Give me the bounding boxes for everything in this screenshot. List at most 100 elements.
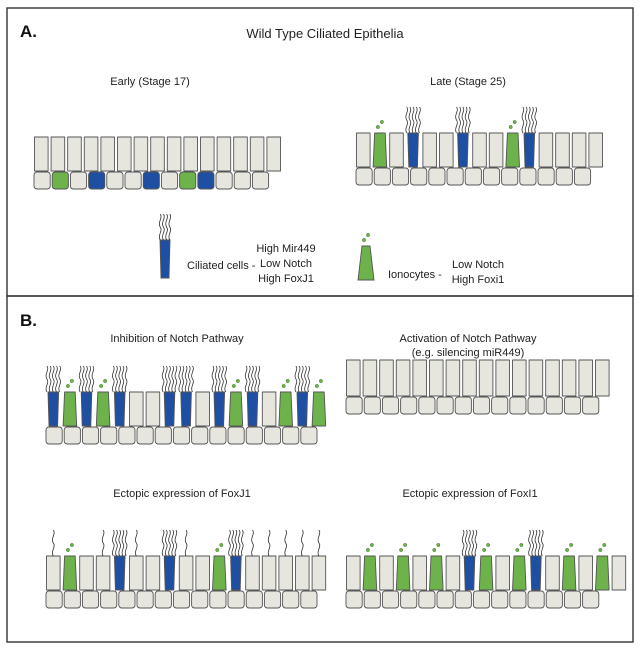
cilia-strand xyxy=(118,529,121,557)
epithelial-cell xyxy=(50,136,66,172)
cilia-strand xyxy=(121,529,125,557)
ciliated-cell xyxy=(296,391,309,427)
vesicle-dot xyxy=(235,379,240,383)
cilia-strand xyxy=(118,365,121,393)
cilia-strand xyxy=(531,106,534,134)
basal-cell xyxy=(282,426,300,445)
cilia-strand xyxy=(405,106,408,134)
basal-cell xyxy=(563,590,582,609)
vesicle-dot xyxy=(66,384,70,388)
basal-cell xyxy=(436,396,454,415)
cilia-strand xyxy=(257,365,261,393)
ciliated-cell xyxy=(213,391,226,427)
cilia-strand xyxy=(237,529,241,557)
cilia-strand xyxy=(211,365,215,393)
basal-cell xyxy=(563,396,582,415)
basal-cell xyxy=(233,171,251,190)
epithelial-cell xyxy=(395,359,411,397)
cilia-strand xyxy=(461,106,465,134)
vesicle-dot xyxy=(70,543,74,547)
epithelial-cell xyxy=(195,555,210,591)
vesicle-dot xyxy=(403,543,407,547)
epithelial-cell xyxy=(445,555,461,591)
basal-cell xyxy=(472,590,491,609)
basal-cell xyxy=(45,590,63,609)
epithelial-cell xyxy=(545,359,560,397)
basal-cell xyxy=(136,590,154,609)
epithelial-cell xyxy=(422,132,437,168)
basal-cell xyxy=(345,590,363,609)
epithelial-cell xyxy=(166,136,182,172)
epithelial-cell xyxy=(200,136,215,172)
cilia-strand xyxy=(191,365,194,393)
vesicle-dot xyxy=(365,548,370,552)
basal-cell xyxy=(491,590,509,609)
basal-cell xyxy=(363,396,381,415)
ionocyte-cell xyxy=(62,391,78,427)
basal-cell xyxy=(545,396,563,415)
epithelial-cell xyxy=(346,359,361,397)
basal-cell xyxy=(191,426,209,445)
vesicle-dot xyxy=(565,548,569,552)
basal-cell xyxy=(172,426,191,445)
ionocyte-cell xyxy=(478,555,494,591)
cilia-strand xyxy=(418,106,421,134)
cilia-strand xyxy=(168,529,171,557)
epithelial-cell xyxy=(362,359,378,397)
ciliated-cell xyxy=(230,555,242,591)
basal-cell xyxy=(400,590,418,609)
cilia-strand xyxy=(224,365,227,393)
ionocyte-cell xyxy=(595,555,610,591)
ciliated-cell xyxy=(80,391,93,427)
vesicle-dot xyxy=(399,548,403,552)
basal-cell xyxy=(446,167,464,186)
vesicle-dot xyxy=(362,238,366,242)
cilia-strand xyxy=(188,365,191,393)
basal-cell xyxy=(69,171,88,190)
cilia-strand xyxy=(455,106,458,134)
foxj1-label: Ectopic expression of FoxJ1 xyxy=(113,488,251,500)
basal-cell xyxy=(172,590,191,609)
epithelial-cell xyxy=(150,136,165,172)
cilia-strand xyxy=(244,365,248,393)
ciliated-cell xyxy=(463,555,476,591)
panel-b-frame xyxy=(6,295,634,643)
basal-cell xyxy=(118,426,136,445)
cilia-strand xyxy=(165,213,168,241)
epithelial-cell xyxy=(429,359,444,397)
cilia-strand xyxy=(45,365,49,393)
basal-cell xyxy=(300,426,318,445)
cilia-strand xyxy=(234,529,238,557)
basal-cell xyxy=(454,590,472,609)
basal-cell xyxy=(582,396,600,415)
cilia-strand xyxy=(161,529,165,557)
cilia-strand xyxy=(284,529,287,557)
ionocyte-icon xyxy=(357,245,375,281)
epithelial-cell xyxy=(46,555,61,591)
epithelial-cell xyxy=(311,555,327,591)
cilia-strand xyxy=(162,213,165,241)
cell-layer xyxy=(33,106,627,609)
cilia-strand xyxy=(88,365,91,393)
basal-cell xyxy=(227,426,245,445)
epithelial-cell xyxy=(472,132,487,168)
basal-cell xyxy=(501,167,519,186)
ionocyte-cell xyxy=(429,555,444,591)
basal-cell xyxy=(381,396,400,415)
epithelial-cell xyxy=(571,132,587,168)
basal-cell xyxy=(160,171,179,190)
cilia-strand xyxy=(85,365,88,393)
vesicle-dot xyxy=(432,548,437,552)
legend-ionocyte-line-1: Low Notch xyxy=(452,259,504,271)
epithelial-cell xyxy=(379,359,394,397)
epithelial-cell xyxy=(412,555,427,591)
epithelial-cell xyxy=(245,555,260,591)
epithelial-cell xyxy=(379,555,394,591)
legend-ciliated-line-1: High Mir449 xyxy=(256,243,315,255)
basal-cell xyxy=(63,590,81,609)
vesicle-dot xyxy=(508,125,513,129)
ciliated-cell xyxy=(163,555,176,591)
vesicle-dot xyxy=(379,120,384,124)
basal-cell xyxy=(100,590,118,609)
basal-cell xyxy=(191,590,209,609)
